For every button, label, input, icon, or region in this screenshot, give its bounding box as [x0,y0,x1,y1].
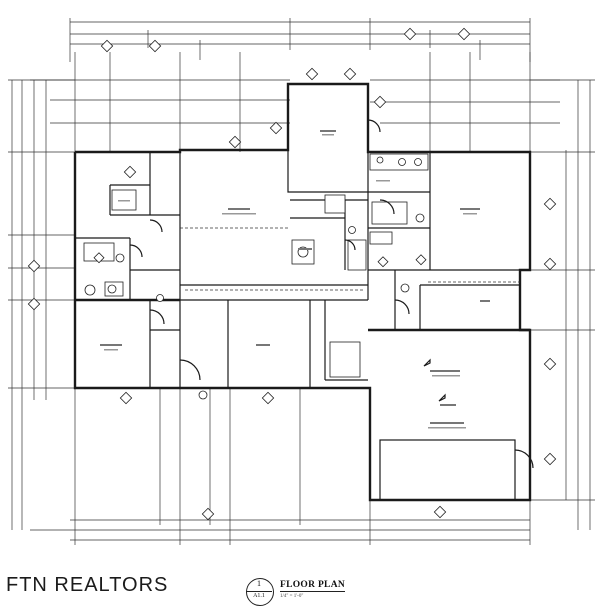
sheet-marker-divider [246,591,272,592]
exterior-walls [73,82,532,502]
brand-logo-text: FTN REALTORS [6,574,169,596]
fixtures [83,153,429,378]
door-swings [129,119,534,469]
dashed-beams [180,227,520,291]
room-annotation-marks [100,130,490,429]
title-block: 1 A1.1 FLOOR PLAN 1/4" = 1'-0" [240,576,390,610]
garage-arrows [423,358,446,402]
plan-title: FLOOR PLAN [280,580,346,592]
top-dimension-lines [69,18,531,62]
sheet-marker-circle [246,578,274,606]
interior-walls [75,152,530,501]
upper-reference-lines [30,52,560,152]
sheet-number: 1 [257,579,261,588]
bottom-dimension-lines [30,388,531,545]
window-tags [27,27,557,521]
side-dimension-lines [8,79,595,530]
floor-plan-drawing [8,18,595,545]
sheet-reference: A1.1 [253,593,265,599]
plan-scale: 1/4" = 1'-0" [280,594,304,599]
